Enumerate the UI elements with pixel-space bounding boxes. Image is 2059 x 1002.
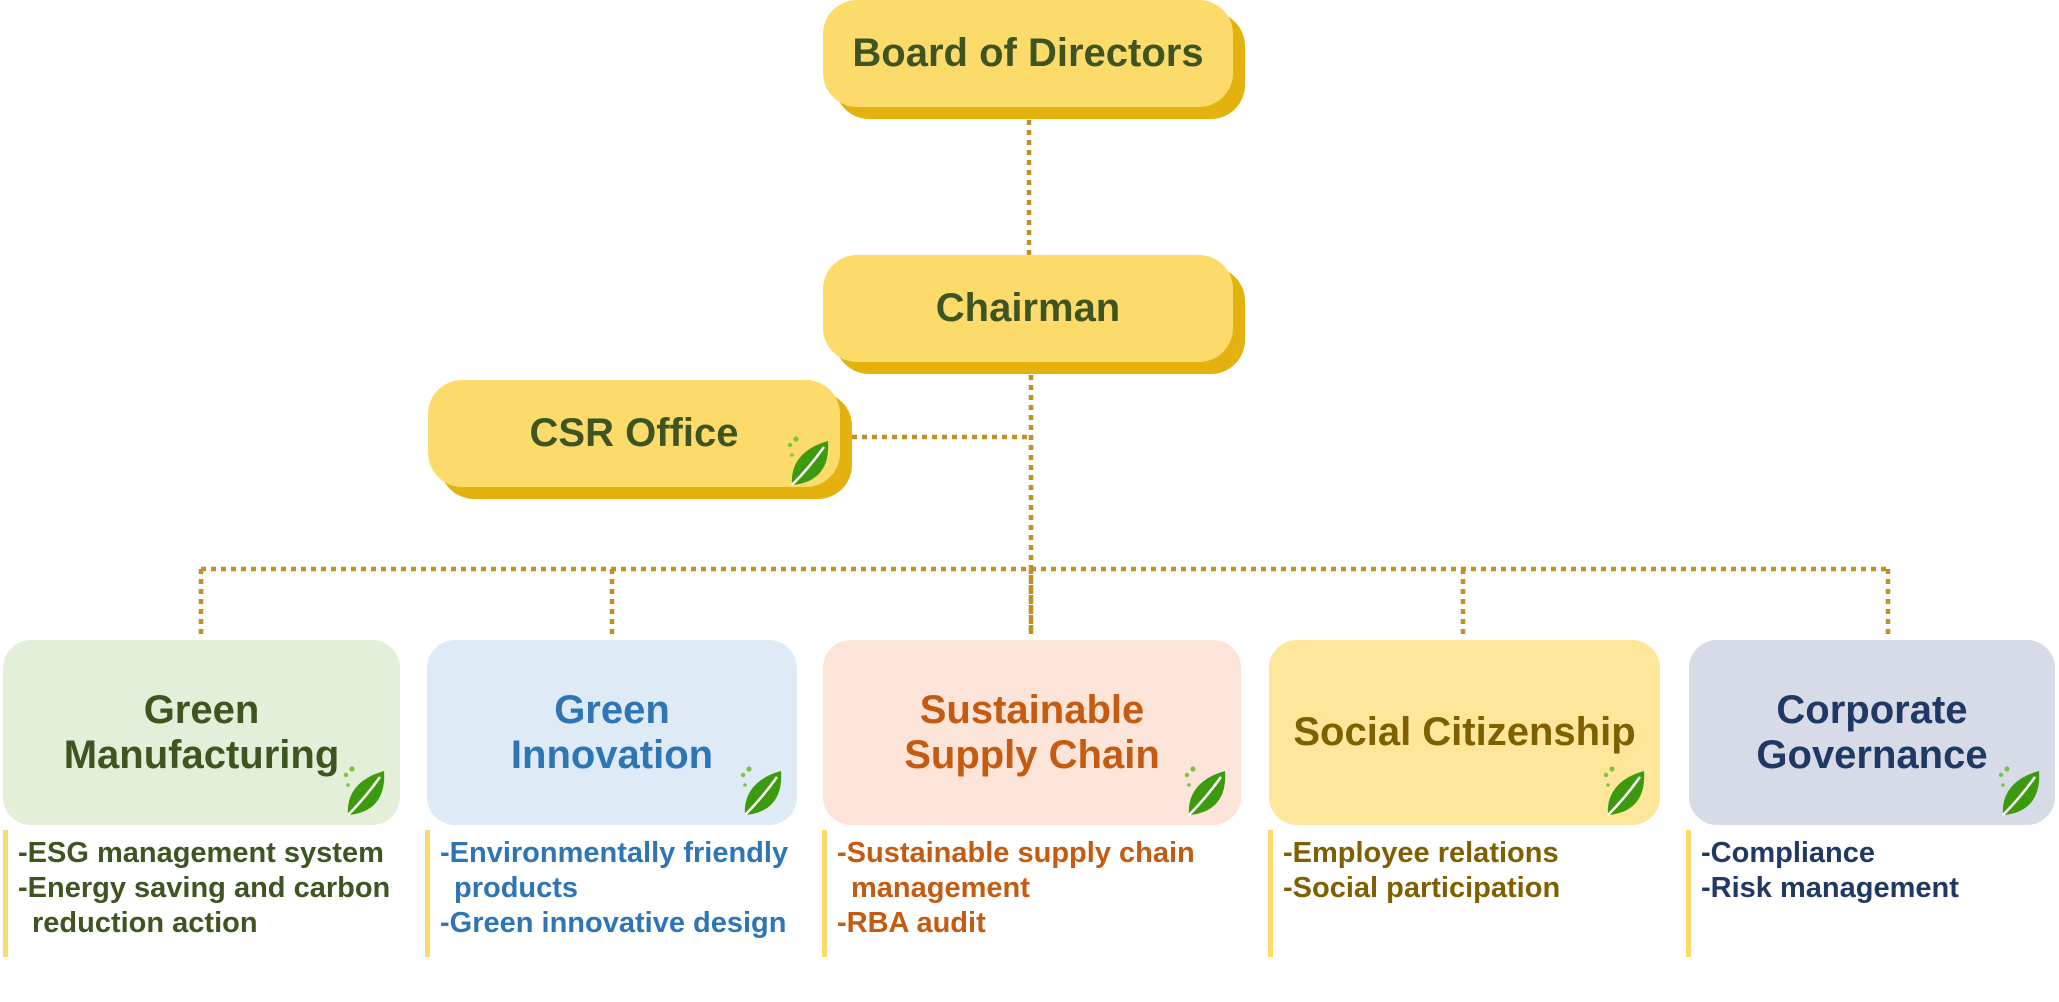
list-item: -ESG management system xyxy=(18,837,384,869)
dept-corporate-governance: Corporate Governance xyxy=(1689,640,2055,825)
board-label: Board of Directors xyxy=(852,31,1204,75)
chairman-label: Chairman xyxy=(935,286,1121,330)
dept-title-line2: Innovation xyxy=(510,732,714,777)
leaf-icon xyxy=(740,766,782,816)
dept-title-line2: Supply Chain xyxy=(904,732,1160,777)
list-item: -Social participation xyxy=(1283,872,1561,904)
dept-detail-list: -Compliance -Risk management xyxy=(1686,830,2046,957)
dept-title-line1: Sustainable xyxy=(919,687,1145,732)
list-item: -Green innovative design xyxy=(440,907,787,939)
csr-office-label: CSR Office xyxy=(529,411,739,455)
list-item: -RBA audit xyxy=(837,907,986,939)
dept-detail-list: -Employee relations -Social participatio… xyxy=(1268,830,1648,957)
leaf-icon xyxy=(343,766,385,816)
dept-detail-list: -Environmentally friendly products -Gree… xyxy=(425,830,805,957)
chairman-box: Chairman xyxy=(823,255,1245,374)
dept-title-line1: Green xyxy=(143,687,260,732)
dept-detail-list: -Sustainable supply chain management -RB… xyxy=(822,830,1202,957)
dept-detail-list: -ESG management system -Energy saving an… xyxy=(3,830,403,957)
dept-social-citizenship: Social Citizenship xyxy=(1269,640,1660,825)
list-item: -Risk management xyxy=(1701,872,1959,904)
dept-title-line1: Green xyxy=(554,687,670,732)
list-item: -Energy saving and carbon reduction acti… xyxy=(18,872,391,939)
dept-sustainable-supply-chain: Sustainable Supply Chain xyxy=(823,640,1241,825)
dept-title-line1: Social Citizenship xyxy=(1293,710,1636,754)
leaf-icon xyxy=(1603,766,1645,816)
board-of-directors-box: Board of Directors xyxy=(823,0,1245,119)
list-item: -Environmentally friendly products xyxy=(440,837,789,904)
leaf-icon xyxy=(787,436,829,486)
list-item: -Employee relations xyxy=(1283,837,1559,869)
leaf-icon xyxy=(1998,766,2040,816)
csr-office-box: CSR Office xyxy=(428,380,852,499)
dept-title-line1: Corporate xyxy=(1776,687,1968,732)
dept-green-innovation: Green Innovation xyxy=(427,640,797,825)
leaf-icon xyxy=(1184,766,1226,816)
list-item: -Compliance xyxy=(1701,837,1876,869)
dept-title-line2: Manufacturing xyxy=(63,732,340,777)
list-item: -Sustainable supply chain management xyxy=(837,837,1195,904)
dept-green-manufacturing: Green Manufacturing xyxy=(3,640,400,825)
dept-title-line2: Governance xyxy=(1756,732,1988,777)
